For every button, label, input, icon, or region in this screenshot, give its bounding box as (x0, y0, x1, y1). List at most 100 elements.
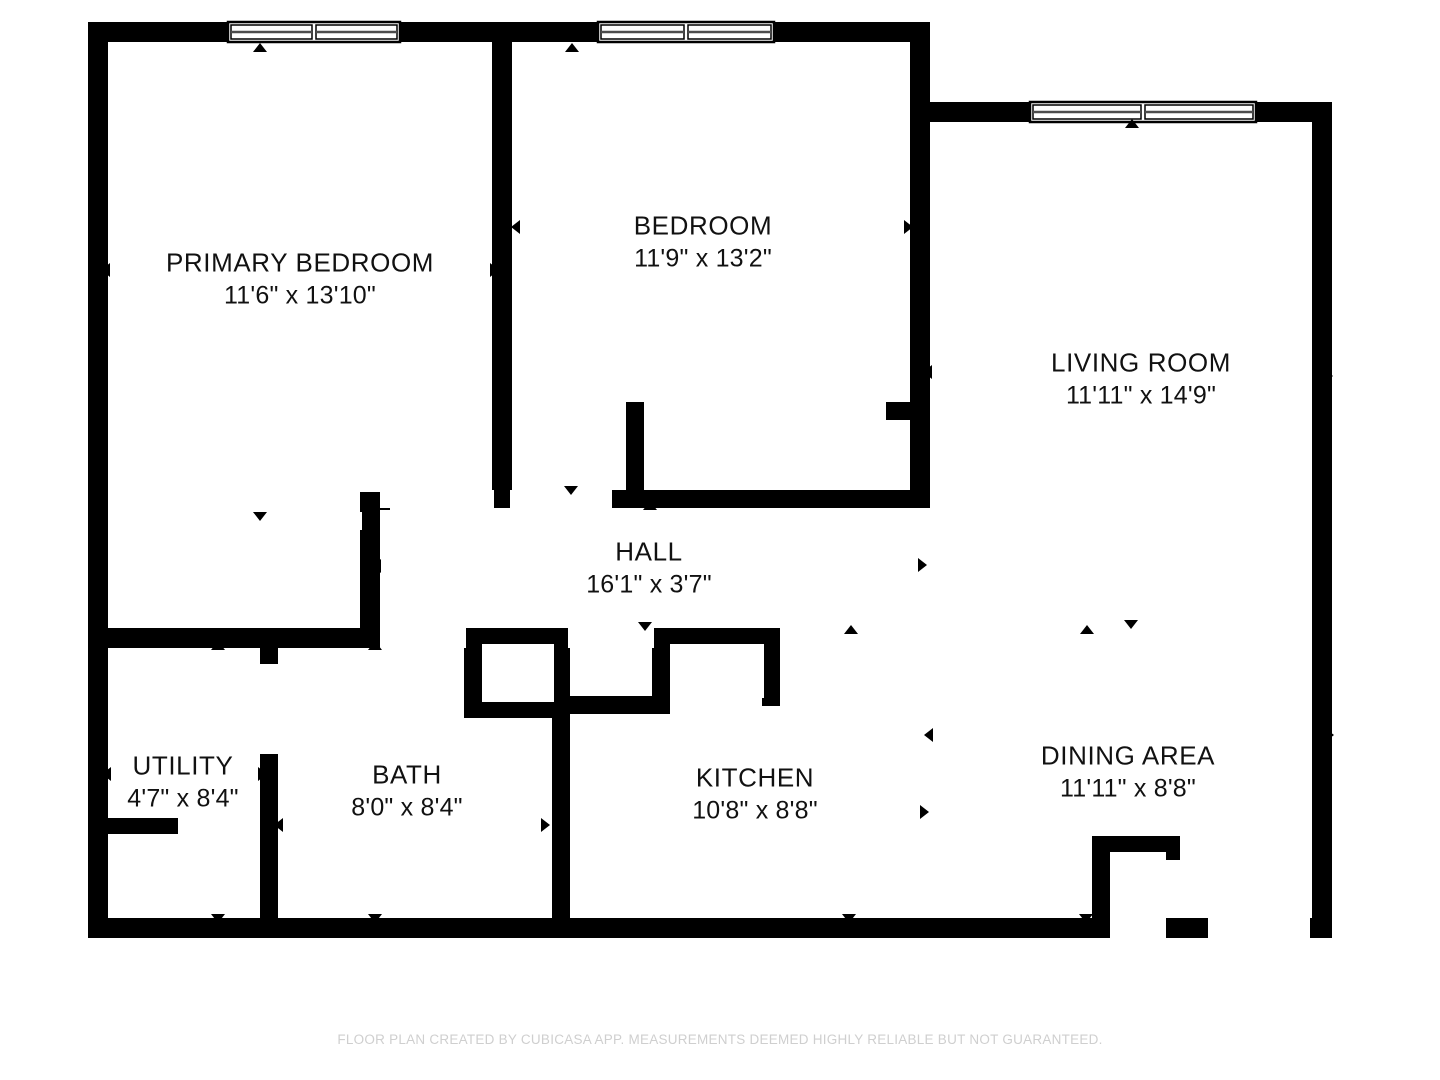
opening-utility-door-gap (260, 664, 278, 754)
marker-utility-left (102, 767, 111, 781)
bedroom-closet-left (626, 402, 644, 496)
marker-living-room-left (923, 365, 932, 379)
exterior-right (1312, 102, 1332, 936)
wall-group (88, 22, 1332, 938)
marker-kitchen-top (844, 625, 858, 634)
marker-primary-bedroom-bottom (253, 512, 267, 521)
exterior-left (88, 22, 108, 936)
room-name-living-room: LIVING ROOM (1051, 347, 1231, 378)
room-label-kitchen: KITCHEN 10'8" x 8'8" (692, 762, 818, 825)
dining-closet-left (1092, 836, 1110, 936)
bath-closet-right (552, 628, 570, 938)
marker-utility-bottom (211, 914, 225, 923)
kitchen-closet-right (762, 628, 780, 706)
utility-right-upper (260, 636, 278, 666)
marker-kitchen-left (558, 805, 567, 819)
exterior-top-right (772, 22, 930, 42)
dining-closet-top (1092, 836, 1180, 854)
room-name-hall: HALL (615, 536, 683, 567)
room-dimensions-primary-bedroom: 11'6" x 13'10" (224, 281, 376, 310)
hall-bottom-wall (100, 628, 380, 648)
opening-bedroom-closet-gap (644, 402, 886, 420)
opening-exterior-door-bottom-gap (1208, 918, 1310, 938)
room-label-bedroom: BEDROOM 11'9" x 13'2" (634, 210, 773, 273)
living-room-top-left (928, 102, 1032, 122)
bedroom-bottom (610, 490, 930, 508)
opening-kitchen-closet-gap (670, 644, 764, 698)
living-room-top-right (1254, 102, 1332, 122)
marker-hall-bottom (638, 622, 652, 631)
marker-bath-right (541, 818, 550, 832)
exterior-bottom-main (88, 918, 1210, 938)
marker-utility-right (258, 767, 267, 781)
marker-dining-right (1325, 728, 1334, 742)
marker-utility-top (211, 641, 225, 650)
exterior-top-left (88, 22, 230, 42)
room-dimensions-utility: 4'7" x 8'4" (127, 784, 239, 813)
marker-bedroom-left (511, 220, 520, 234)
room-dimensions-living-room: 11'11" x 14'9" (1065, 381, 1217, 410)
bedroom-right (910, 22, 930, 504)
marker-bedroom-right-lower (918, 370, 927, 384)
dining-closet-right (1162, 836, 1180, 860)
room-dimensions-kitchen: 10'8" x 8'8" (692, 796, 818, 825)
room-dimensions-dining-area: 11'11" x 8'8" (1059, 774, 1196, 803)
bath-closet-left (464, 628, 482, 716)
marker-living-room-top (1125, 119, 1139, 128)
primary-closet-right (360, 492, 380, 636)
marker-kitchen-bottom (842, 914, 856, 923)
window-bedroom (596, 20, 776, 44)
footer-disclaimer: FLOOR PLAN CREATED BY CUBICASA APP. MEAS… (337, 1032, 1103, 1047)
room-label-living-room: LIVING ROOM 11'11" x 14'9" (1051, 347, 1231, 410)
room-dimensions-bedroom: 11'9" x 13'2" (634, 244, 772, 273)
marker-bath-left (274, 818, 283, 832)
window-living-room (1028, 100, 1258, 124)
opening-primary-bedroom-closet-gap (108, 512, 362, 530)
room-name-bath: BATH (372, 759, 442, 790)
room-name-bedroom: BEDROOM (633, 210, 773, 241)
bath-closet-bottom (464, 700, 570, 718)
marker-primary-bedroom-left (101, 263, 110, 277)
bedroom-closet-top-r (884, 402, 930, 420)
room-dimensions-bath: 8'0" x 8'4" (351, 793, 463, 822)
dimension-marker-group (101, 43, 1334, 923)
kitchen-closet-bottom (552, 696, 670, 714)
room-label-hall: HALL 16'1" x 3'7" (586, 536, 712, 599)
opening-hall-mid-gap (568, 628, 654, 648)
marker-hall-right (918, 558, 927, 572)
marker-dining-top-right (1124, 620, 1138, 629)
room-name-dining-area: DINING AREA (1040, 740, 1216, 771)
marker-bedroom-bottom (643, 501, 657, 510)
bath-closet-top (464, 628, 570, 646)
marker-bath-bottom (368, 914, 382, 923)
room-name-kitchen: KITCHEN (695, 762, 815, 793)
room-name-utility: UTILITY (132, 750, 234, 781)
window-group (226, 20, 1258, 124)
utility-stub (100, 818, 178, 834)
room-label-utility: UTILITY 4'7" x 8'4" (127, 750, 239, 813)
marker-hall-top (564, 486, 578, 495)
kitchen-closet-top (652, 628, 780, 646)
opening-hall-to-kitchen-gap (380, 628, 466, 648)
marker-kitchen-right (920, 805, 929, 819)
marker-primary-bedroom-right (490, 263, 499, 277)
marker-bedroom-right (904, 220, 913, 234)
opening-hall-to-bedroom-gap (510, 490, 612, 508)
opening-hall-to-primary-gap (380, 490, 494, 508)
room-dimensions-hall: 16'1" x 3'7" (586, 570, 712, 599)
marker-dining-top-left (1080, 625, 1094, 634)
marker-bedroom-top (565, 43, 579, 52)
kitchen-closet-left (652, 628, 670, 706)
utility-right-lower (260, 752, 278, 938)
window-primary-bedroom (226, 20, 402, 44)
marker-dining-bottom (1079, 914, 1093, 923)
marker-bath-top (368, 641, 382, 650)
marker-living-room-right (1324, 369, 1333, 383)
marker-kitchen-right-upper (924, 728, 933, 742)
primary-bedroom-right (492, 22, 512, 508)
room-label-bath: BATH 8'0" x 8'4" (351, 759, 463, 822)
room-label-dining-area: DINING AREA 11'11" x 8'8" (1041, 740, 1215, 803)
